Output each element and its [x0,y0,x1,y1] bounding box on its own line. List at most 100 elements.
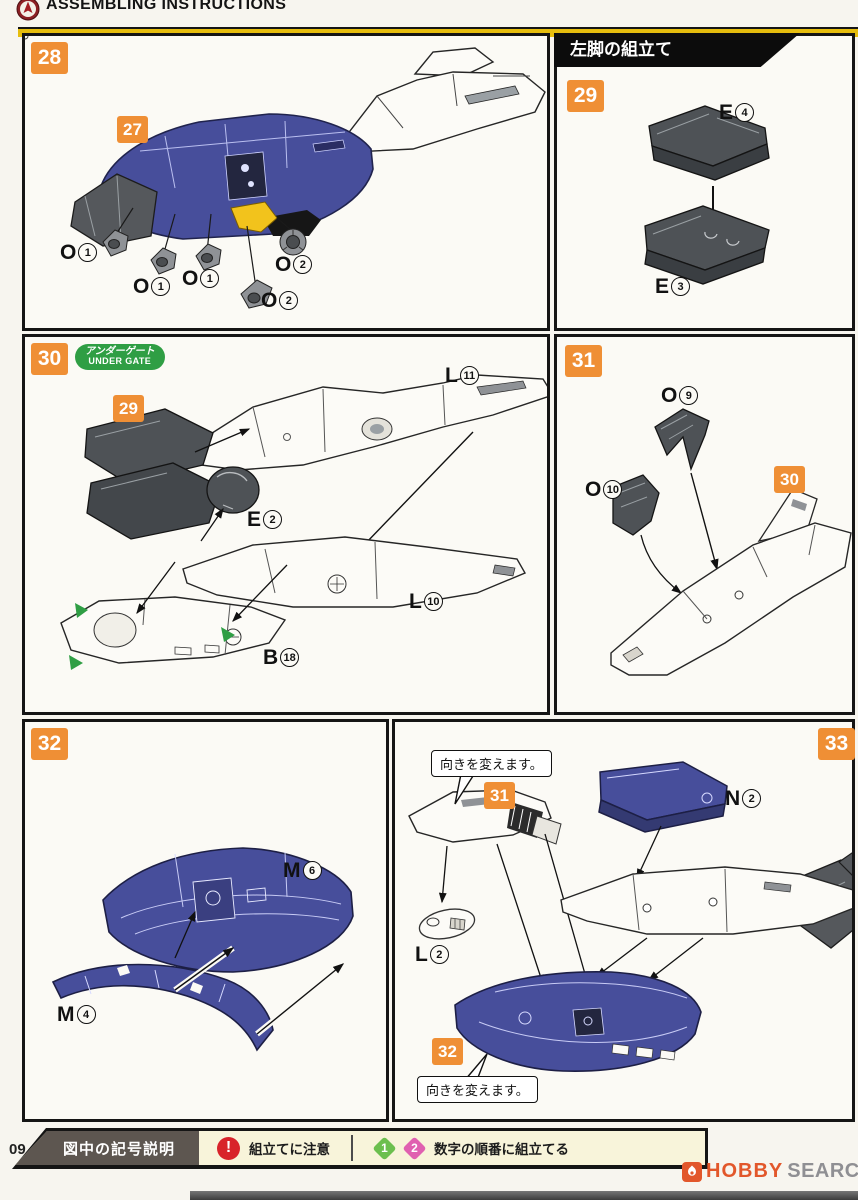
bubble-tail [454,774,475,805]
part-number-circle: 18 [280,648,300,667]
part-number-circle: 10 [603,480,623,499]
fuselage-blue-part [100,113,374,240]
legend-order-label: 数字の順番に組立てる [434,1142,570,1157]
undergate-badge-jp: アンダーゲート [85,346,155,357]
attention-triangle-icons [69,603,235,670]
part-letter: N [725,787,741,810]
legend-caution-label: 組立てに注意 [249,1142,331,1157]
step-number-33: 33 [818,728,855,760]
watermark-hobby: HOBBY [706,1160,784,1182]
canopy-dark-part [263,210,321,236]
hobbysearch-watermark: HOBBY SEARCH [682,1160,858,1183]
part-number-circle: 6 [302,861,322,880]
part-O10 [612,474,660,536]
hobbysearch-logo-icon [682,1161,702,1182]
part-letter: M [57,1003,75,1026]
part-number-circle: 4 [76,1005,96,1024]
part-N2 [598,761,728,833]
part-letter: O [585,478,602,501]
part-E2 [206,466,260,514]
step-28-diagram [25,36,546,309]
watermark-search: SEARCH [787,1160,858,1182]
caution-icon: ! [217,1136,241,1160]
part-number-circle: 3 [671,277,691,296]
legend-divider [351,1135,354,1161]
part-number-circle: 2 [429,945,449,964]
step-number-28: 28 [31,42,68,74]
part-letter: B [263,646,279,669]
part-letter: E [719,101,734,124]
part-number-circle: 2 [263,510,283,529]
part-M6 [102,847,354,973]
undergate-badge: アンダーゲート UNDER GATE [75,344,165,370]
page-number: 09 [9,1141,26,1158]
part-letter: M [283,859,301,882]
part-number-circle: 2 [293,255,313,274]
undergate-badge-en: UNDER GATE [88,356,152,366]
step-number-30: 30 [31,343,68,375]
part-letter: L [415,943,428,966]
part-L10 [182,536,527,608]
part-number-circle: 1 [151,277,171,296]
section-title-banner: 左脚の組立て [554,33,800,67]
order-1-diamond-icon: 1 [374,1138,395,1159]
part-letter: O [661,384,678,407]
part-letter: O [60,241,77,264]
ref-step-29: 29 [113,395,144,422]
ref-step-32: 32 [432,1038,463,1065]
tail-assembly-part [25,36,546,153]
part-number-circle: 1 [200,269,220,288]
part-number-circle: 11 [459,366,479,385]
part-letter: O [133,275,150,298]
note-bubble-top: 向きを変えます。 [431,750,552,777]
part-number-circle: 2 [742,789,762,808]
ref-step-27: 27 [117,116,148,143]
yellow-wedge-part [230,201,278,233]
step-30-diagram [60,374,547,670]
part-M4 [51,963,274,1052]
ref-step-30: 30 [774,466,805,493]
legend-bar: 図中の記号説明 ! 組立てに注意 1 2 数字の順番に組立てる [12,1128,708,1169]
step-32-diagram [51,847,354,1052]
part-number-circle: 9 [679,386,699,405]
part-O9 [654,408,710,472]
part-letter: O [261,289,278,312]
vernier-parts [102,228,307,309]
accent-stripe [18,27,858,37]
page-title: ASSEMBLING INSTRUCTIONS [46,0,287,13]
scan-edge-strip [190,1191,858,1200]
part-number-circle: 4 [735,103,755,122]
note-bubble-bottom: 向きを変えます。 [417,1076,538,1103]
ref-step-31: 31 [484,782,515,809]
subassembly-29-parts [84,408,222,540]
assembly-arrows [173,945,345,1037]
step-number-31: 31 [565,345,602,377]
step-number-29: 29 [567,80,604,112]
part-number-circle: 2 [279,291,299,310]
legend-title: 図中の記号説明 [15,1131,200,1165]
part-letter: L [445,364,458,387]
part-letter: E [655,275,670,298]
